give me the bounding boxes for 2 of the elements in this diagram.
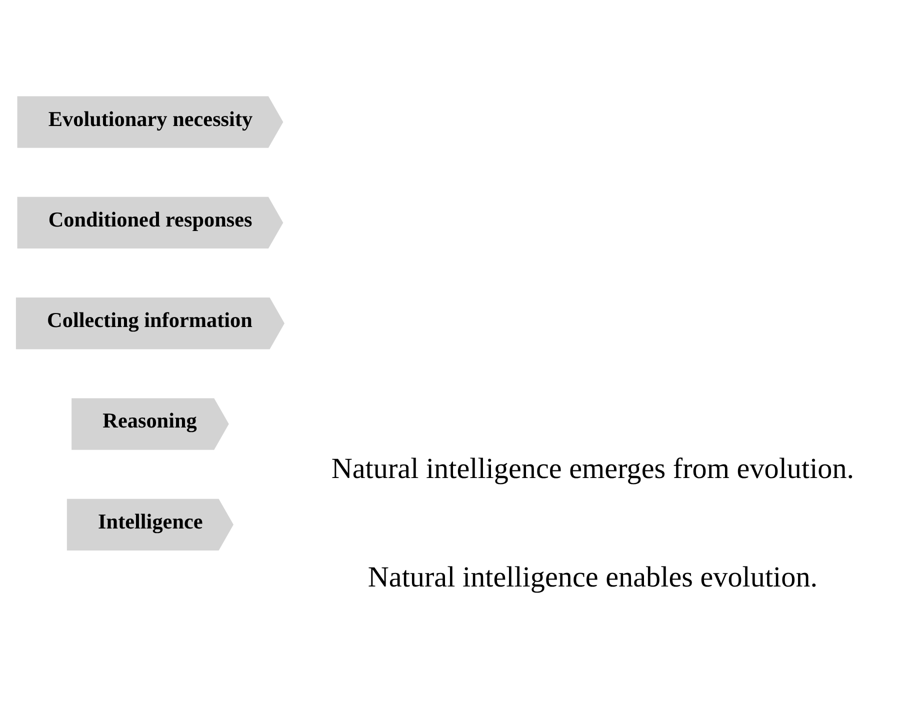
label: Natural intelligence enables evolution.: [368, 560, 818, 593]
label: Natural intelligence emerges from evolution.: [331, 452, 854, 484]
